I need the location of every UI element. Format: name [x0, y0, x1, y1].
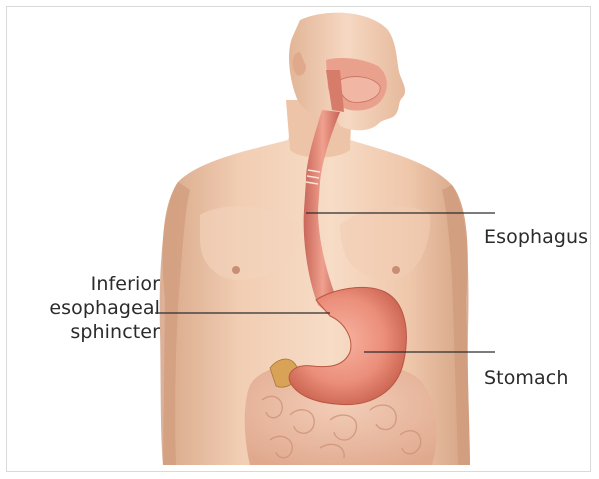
stomach-label: Stomach	[484, 366, 568, 390]
les-label-line-3: sphincter	[70, 320, 160, 344]
les-label-line-1: Inferior	[91, 272, 160, 296]
nipple-left	[232, 266, 240, 274]
nipple-right	[392, 266, 400, 274]
esophagus-label: Esophagus	[484, 225, 588, 249]
inferior-esophageal-sphincter-label: Inferior esophageal sphincter	[10, 272, 160, 344]
les-label-line-2: esophageal	[49, 296, 160, 320]
